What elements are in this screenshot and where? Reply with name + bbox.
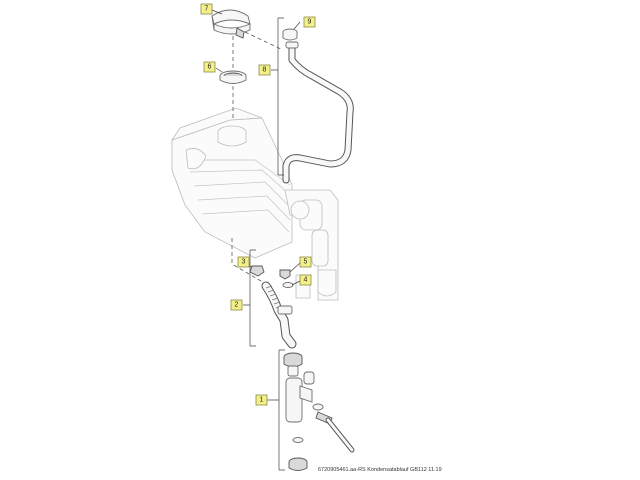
vent-hose-part (282, 41, 354, 184)
svg-text:6: 6 (208, 64, 212, 71)
callout-2: 2 (230, 299, 243, 311)
heat-exchanger-body (171, 107, 339, 301)
clamp-ring-part (211, 9, 251, 39)
screw-part (279, 269, 291, 280)
svg-text:3: 3 (242, 259, 246, 266)
svg-text:2: 2 (235, 302, 239, 309)
svg-text:7: 7 (205, 6, 209, 13)
svg-text:9: 9 (308, 19, 312, 26)
assembly-axis-diagonal (244, 31, 284, 51)
sealing-ring-part (219, 70, 247, 84)
assembly-axis-lower (231, 238, 267, 285)
callout-3: 3 (237, 256, 250, 268)
svg-text:1: 1 (260, 397, 264, 404)
callout-8: 8 (258, 64, 271, 76)
washer-part (282, 282, 294, 288)
callout-1: 1 (255, 394, 268, 406)
callout-5: 5 (299, 256, 312, 268)
flexible-hose-part (261, 281, 297, 349)
svg-text:5: 5 (304, 259, 308, 266)
svg-text:4: 4 (304, 277, 308, 284)
leader-lines (211, 9, 301, 471)
cap-part (282, 28, 298, 41)
callout-7: 7 (200, 3, 213, 15)
drawing-reference-footer: 6720905461.aa-RS Kondensatablauf GB112 1… (318, 467, 442, 473)
svg-text:8: 8 (263, 67, 267, 74)
callout-6: 6 (203, 61, 216, 73)
callout-9: 9 (303, 16, 316, 28)
siphon-assembly-part (283, 352, 355, 471)
nut-part (249, 265, 265, 277)
callout-4: 4 (299, 274, 312, 286)
